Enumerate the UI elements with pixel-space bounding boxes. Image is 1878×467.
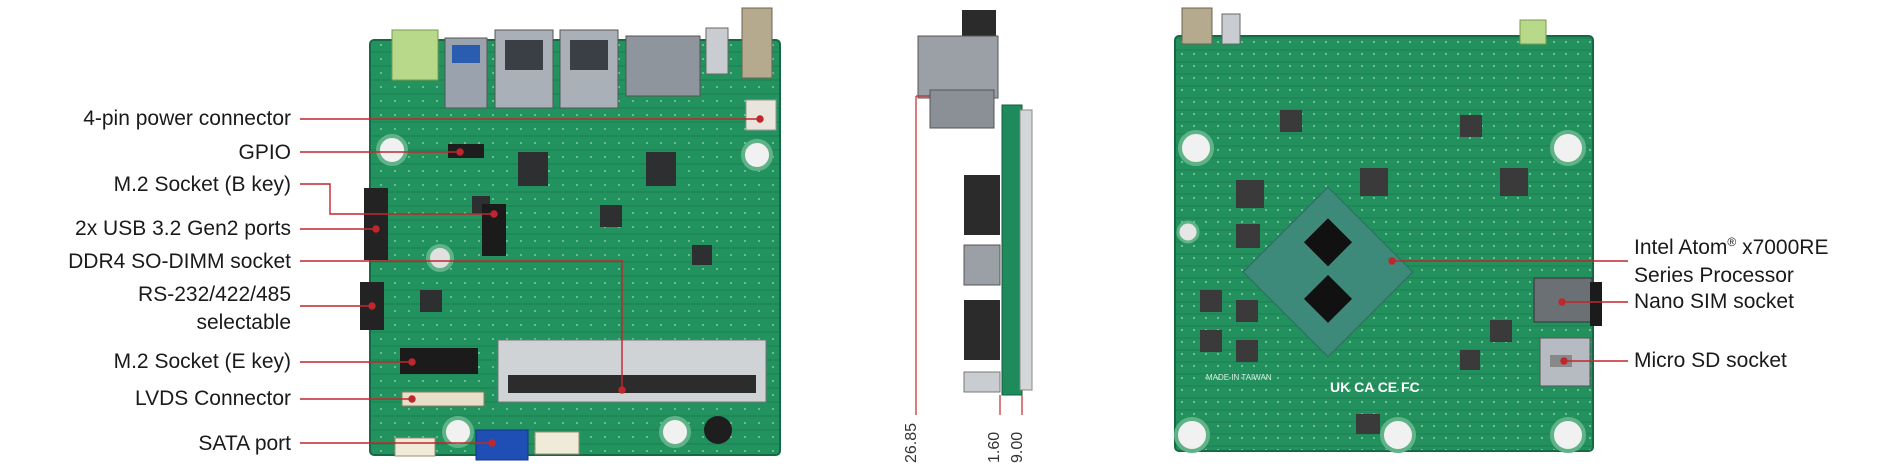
label-rs232-line1: RS-232/422/485 <box>138 283 291 306</box>
label-cpu-line1: Intel Atom® x7000RE <box>1634 235 1829 259</box>
label-sata: SATA port <box>198 432 291 455</box>
label-m2-e-key: M.2 Socket (E key) <box>113 350 291 373</box>
label-lvds: LVDS Connector <box>134 387 291 410</box>
cpu-package <box>1242 186 1414 358</box>
leader-ddr4 <box>300 260 623 390</box>
board-mark-made-in: MADE IN TAIWAN <box>1206 373 1272 382</box>
right-leader-lines <box>1388 257 1628 365</box>
hdmi-port <box>625 35 701 97</box>
label-ddr4: DDR4 SO-DIMM socket <box>68 250 291 273</box>
sata-port <box>475 429 529 461</box>
right-board: MADE IN TAIWAN UK CA CE FC <box>1174 7 1602 453</box>
label-power-connector: 4-pin power connector <box>83 107 291 130</box>
label-gpio: GPIO <box>238 141 291 164</box>
dimension-9-00: 9.00 <box>1009 431 1026 463</box>
left-leader-lines <box>300 115 764 447</box>
side-view <box>915 10 1033 415</box>
label-usb-ports: 2x USB 3.2 Gen2 ports <box>75 217 291 240</box>
leader-m2b <box>300 183 494 215</box>
gpio-header <box>448 144 484 158</box>
power-connector <box>745 99 777 131</box>
dc-jack <box>705 27 729 75</box>
dimension-26-85: 26.85 <box>903 422 920 463</box>
board-mark-cert: UK CA CE FC <box>1330 379 1420 395</box>
label-m2-b-key: M.2 Socket (B key) <box>113 173 291 196</box>
antenna-connector <box>741 7 773 79</box>
label-rs232-line2: selectable <box>196 311 291 334</box>
label-cpu-line2: Series Processor <box>1634 264 1794 287</box>
label-micro-sd: Micro SD socket <box>1634 349 1787 372</box>
left-board <box>360 7 781 461</box>
dimension-1-60: 1.60 <box>986 431 1003 463</box>
usb-header <box>364 188 388 260</box>
audio-jack <box>391 29 439 81</box>
label-nano-sim: Nano SIM socket <box>1634 290 1794 313</box>
